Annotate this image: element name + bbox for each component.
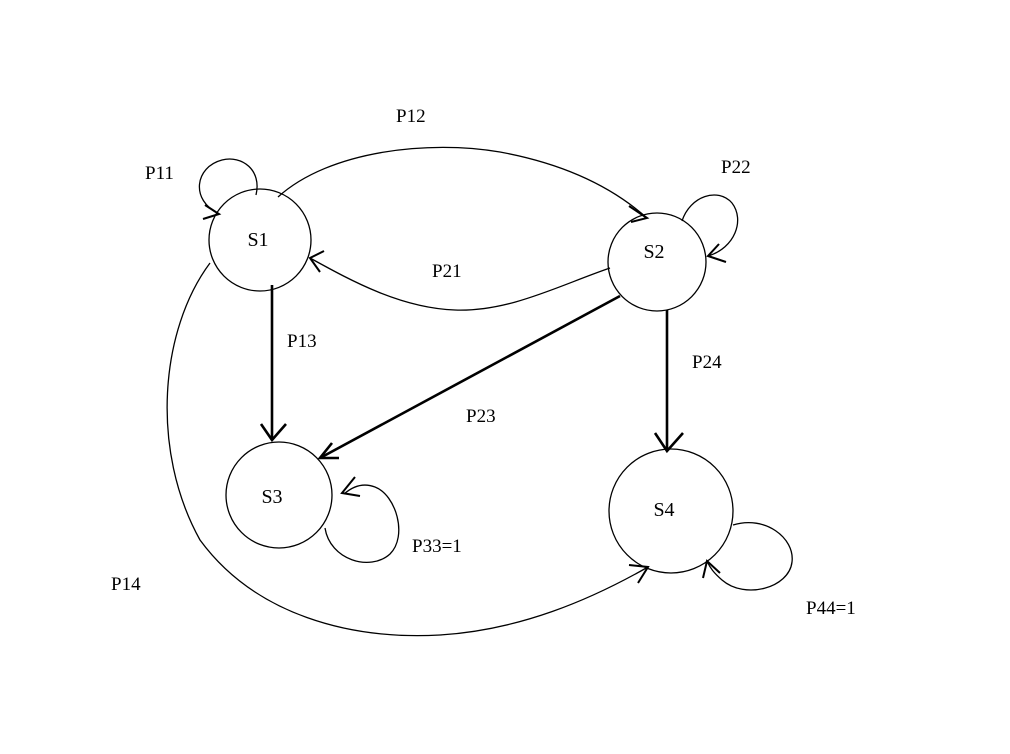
transition-p22-arrowhead (706, 243, 727, 263)
state-s4: S4 (608, 448, 734, 574)
state-s2-label: S2 (643, 241, 664, 263)
transition-p14-label: P14 (111, 574, 141, 595)
transition-p23: P23 (317, 294, 621, 460)
transition-p33-label: P33=1 (412, 536, 462, 557)
transition-p22-curve (681, 194, 739, 257)
transition-p11-curve (198, 158, 258, 215)
transition-p12-curve (277, 146, 648, 219)
transition-p21-label: P21 (432, 261, 462, 282)
transition-p22: P22 (681, 157, 751, 263)
transition-p22-label: P22 (721, 157, 751, 178)
transition-p24-label: P24 (692, 352, 722, 373)
transition-p44: P44=1 (702, 522, 856, 619)
transition-p44-curve (706, 522, 793, 591)
transition-p33: P33=1 (324, 476, 462, 563)
transition-p33-curve (324, 484, 400, 563)
transition-p12-label: P12 (396, 106, 426, 127)
transition-p44-arrowhead (702, 559, 721, 579)
transition-p13: P13 (259, 285, 317, 443)
transition-p13-arrowhead (259, 423, 287, 443)
transition-p23-line (319, 294, 621, 460)
state-s1-circle (208, 188, 312, 292)
transition-p24-arrowhead (653, 432, 684, 454)
transition-p23-arrowhead (317, 442, 339, 460)
transition-p44-label: P44=1 (806, 598, 856, 619)
transition-p21-curve (309, 257, 611, 311)
state-s2-circle (607, 212, 707, 312)
state-s4-label: S4 (653, 499, 674, 521)
transition-p12: P12 (277, 106, 650, 223)
state-s3: S3 (225, 441, 333, 549)
state-s3-circle (225, 441, 333, 549)
state-s4-circle (608, 448, 734, 574)
transition-p12-arrowhead (628, 205, 650, 223)
state-s3-label: S3 (261, 486, 282, 508)
transition-p11: P11 (145, 158, 258, 220)
transition-p11-label: P11 (145, 163, 174, 184)
transition-p24: P24 (653, 310, 722, 454)
transition-p13-label: P13 (287, 331, 317, 352)
transition-p14-curve (166, 262, 649, 637)
transition-p33-arrowhead (340, 476, 361, 497)
transition-p21-arrowhead (308, 250, 325, 273)
transition-p14: P14 (111, 262, 650, 637)
state-s1-label: S1 (247, 229, 268, 251)
transition-p14-arrowhead (628, 564, 650, 584)
transition-p21: P21 (308, 250, 611, 311)
transition-p23-label: P23 (466, 406, 496, 427)
state-s1: S1 (208, 188, 312, 292)
transition-p11-arrowhead (202, 204, 222, 220)
state-s2: S2 (607, 212, 707, 312)
